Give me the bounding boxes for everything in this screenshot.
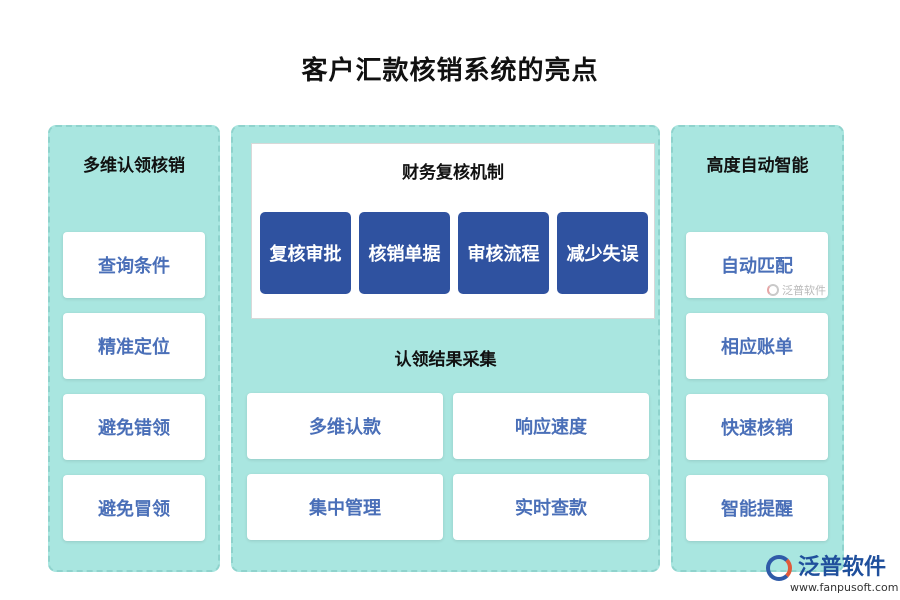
panel-title-left: 多维认领核销 — [83, 156, 185, 176]
panel-title-right: 高度自动智能 — [706, 156, 809, 176]
left-item-avoid-wrong-claim: 避免错领 — [63, 394, 205, 460]
review-item-process: 审核流程 — [458, 212, 549, 294]
review-item-reduce-errors: 减少失误 — [557, 212, 648, 294]
review-item-writeoff-docs: 核销单据 — [359, 212, 450, 294]
panel-auto-intelligent: 高度自动智能 自动匹配 泛普软件 相应账单 快速核销 智能提醒 — [671, 125, 844, 572]
brand-url: www.fanpusoft.com — [790, 581, 899, 594]
finance-review-box: 财务复核机制 复核审批 核销单据 审核流程 减少失误 — [251, 143, 655, 319]
finance-review-title: 财务复核机制 — [402, 163, 504, 183]
mid-item-central-management: 集中管理 — [247, 474, 443, 540]
brand-logo-icon — [766, 555, 792, 581]
mid-item-realtime-lookup: 实时查款 — [453, 474, 649, 540]
mid-item-multi-claim: 多维认款 — [247, 393, 443, 459]
review-item-approval: 复核审批 — [260, 212, 351, 294]
left-item-precise-locate: 精准定位 — [63, 313, 205, 379]
left-item-avoid-false-claim: 避免冒领 — [63, 475, 205, 541]
brand-name: 泛普软件 — [798, 555, 887, 580]
right-item-smart-reminder: 智能提醒 — [686, 475, 828, 541]
watermark-text: 泛普软件 — [782, 284, 826, 297]
page-title: 客户汇款核销系统的亮点 — [301, 56, 599, 86]
mid-item-response-speed: 响应速度 — [453, 393, 649, 459]
panel-middle: 财务复核机制 复核审批 核销单据 审核流程 减少失误 认领结果采集 多维认款 响… — [231, 125, 660, 572]
panel-multi-dimension-claim: 多维认领核销 查询条件 精准定位 避免错领 避免冒领 — [48, 125, 220, 572]
brand-logo: 泛普软件 — [766, 555, 886, 581]
watermark-small: 泛普软件 — [767, 282, 826, 298]
watermark-logo-icon — [767, 284, 779, 296]
left-item-query-conditions: 查询条件 — [63, 232, 205, 298]
right-item-related-bills: 相应账单 — [686, 313, 828, 379]
right-item-auto-match: 自动匹配 — [686, 232, 828, 298]
claim-result-title: 认领结果采集 — [394, 350, 497, 370]
right-item-fast-writeoff: 快速核销 — [686, 394, 828, 460]
